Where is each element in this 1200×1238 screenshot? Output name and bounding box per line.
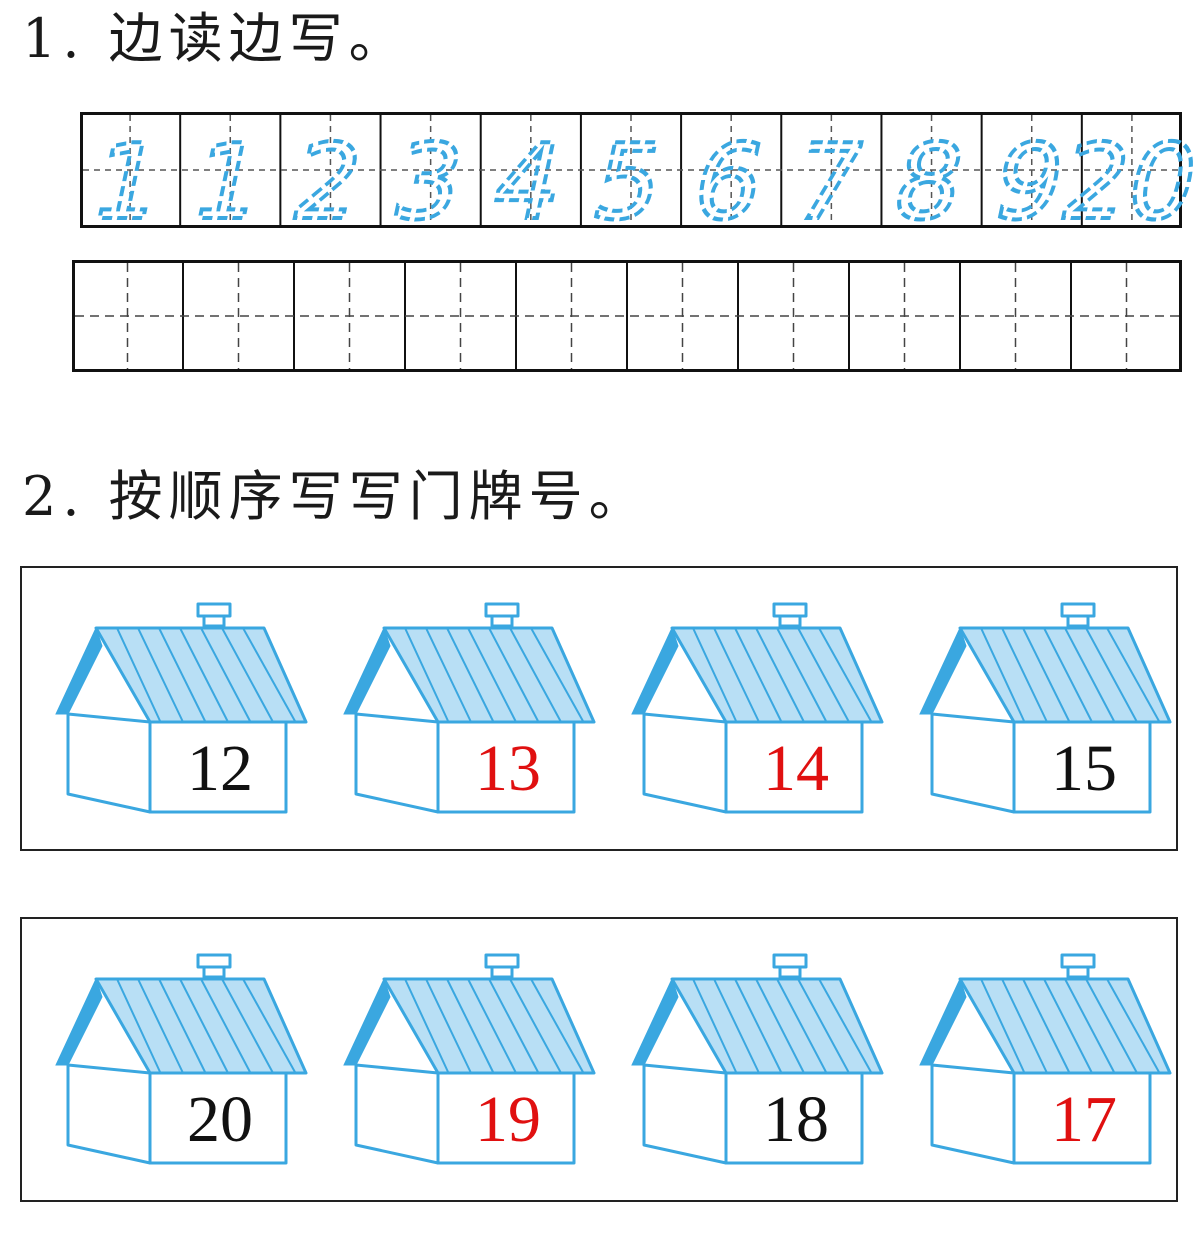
trace-digit: 1 [82, 121, 174, 243]
house: 12 [54, 596, 310, 816]
house-number: 20 [187, 1083, 253, 1156]
trace-digit: 5 [582, 121, 674, 243]
trace-digit: 4 [482, 121, 574, 243]
house: 18 [630, 947, 886, 1167]
trace-digit: 1 [182, 121, 274, 243]
house-row-ascending: 12 13 14 15 [20, 566, 1178, 851]
house-row-descending: 20 19 18 17 [20, 917, 1178, 1202]
house: 13 [342, 596, 598, 816]
trace-digit: 6 [683, 121, 775, 243]
house-number: 19 [475, 1083, 541, 1156]
trace-digit: 3 [382, 121, 474, 243]
house-icon [55, 953, 308, 1165]
house-icon [55, 602, 308, 814]
house-number: 18 [763, 1083, 829, 1156]
house-icon [919, 602, 1172, 814]
house-number: 14 [763, 732, 829, 805]
house: 19 [342, 947, 598, 1167]
house-icon [631, 602, 884, 814]
trace-digit: 7 [783, 121, 875, 243]
exercise-2-heading: 2. 按顺序写写门牌号。 [22, 465, 649, 528]
house-icon [919, 953, 1172, 1165]
house-icon [631, 953, 884, 1165]
house-icon [343, 953, 596, 1165]
house-number: 13 [475, 732, 541, 805]
trace-digit: 8 [883, 121, 975, 243]
house: 15 [918, 596, 1174, 816]
house-number: 12 [187, 732, 253, 805]
trace-digit: 2 [282, 121, 374, 243]
house-number: 15 [1051, 732, 1117, 805]
house-number: 17 [1051, 1083, 1117, 1156]
trace-digit: 20 [1050, 121, 1200, 243]
house: 17 [918, 947, 1174, 1167]
house: 14 [630, 596, 886, 816]
house-icon [343, 602, 596, 814]
exercise-1-heading: 1. 边读边写。 [22, 7, 409, 70]
writing-grid[interactable] [72, 260, 1182, 372]
house: 20 [54, 947, 310, 1167]
